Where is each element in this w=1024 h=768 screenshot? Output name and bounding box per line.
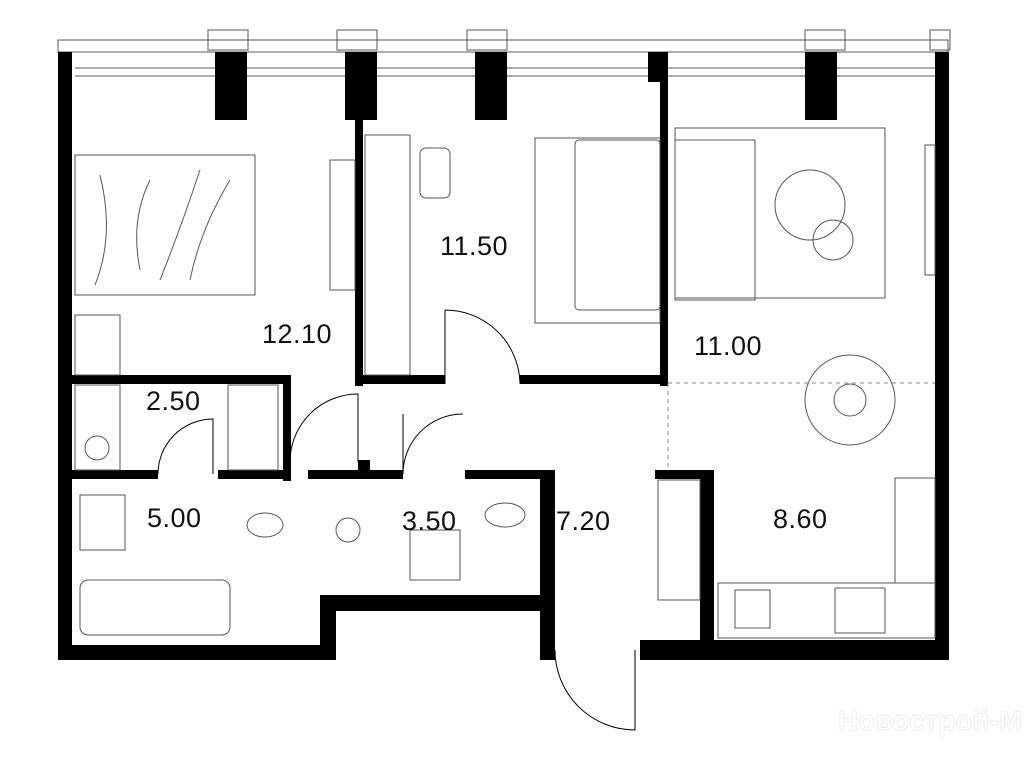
- door-swing: [444, 309, 521, 385]
- chair: [419, 147, 451, 199]
- entrance-door: [554, 649, 636, 731]
- furniture: [74, 127, 936, 731]
- room-area-bedroom-1: 12.10: [262, 319, 332, 349]
- wc-toilet: [484, 502, 526, 528]
- tv: [924, 144, 936, 276]
- coffee-table: [774, 169, 846, 241]
- room-area-living: 11.00: [694, 331, 762, 361]
- tv-unit: [329, 159, 356, 291]
- wardrobe: [74, 314, 121, 376]
- bathtub: [79, 579, 231, 636]
- dining-table: [804, 354, 896, 446]
- single-bed: [534, 137, 661, 324]
- wc-sink: [409, 529, 461, 581]
- washing-machine: [74, 384, 121, 471]
- walls: [58, 52, 949, 660]
- sink: [734, 589, 771, 629]
- sofa: [674, 139, 756, 301]
- laundry-wardrobe: [227, 384, 279, 471]
- room-area-bedroom-2: 11.50: [440, 231, 508, 261]
- room-area-laundry: 2.50: [146, 386, 201, 416]
- stove: [834, 587, 886, 634]
- room-area-wc: 3.50: [402, 506, 457, 536]
- watermark: Новострой-М: [838, 705, 1022, 736]
- shower: [335, 517, 361, 543]
- rug: [674, 127, 886, 299]
- kitchen-counter: [894, 477, 936, 584]
- room-area-hall: 7.20: [556, 506, 611, 536]
- room-area-kitchen: 8.60: [773, 504, 828, 534]
- desk-wardrobe: [364, 134, 411, 376]
- room-area-bathroom: 5.00: [147, 503, 202, 533]
- toilet: [246, 512, 284, 538]
- double-bed: [74, 154, 256, 296]
- washbasin: [79, 494, 126, 551]
- hall-wardrobe: [657, 479, 701, 601]
